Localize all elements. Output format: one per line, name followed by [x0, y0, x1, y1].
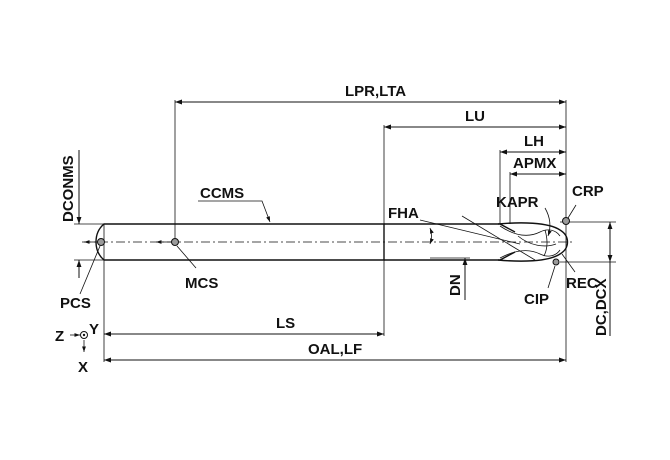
label-dc-dcx: DC,DCX [593, 278, 610, 336]
leader-rec [561, 253, 576, 273]
label-lpr-lta: LPR,LTA [345, 83, 406, 100]
leader-lines [79, 200, 577, 295]
label-apmx: APMX [513, 155, 556, 172]
label-fha: FHA [388, 205, 419, 222]
label-axis-y: Y [89, 321, 99, 338]
label-axis-z: Z [55, 328, 64, 345]
flute-2 [499, 249, 561, 259]
label-dconms: DCONMS [60, 155, 77, 222]
kapr-angle-arc [544, 207, 552, 237]
cip-point [552, 258, 560, 266]
flute-3 [517, 235, 557, 247]
label-axis-x: X [78, 359, 88, 376]
leader-crp [567, 204, 577, 219]
crp-point [562, 217, 570, 225]
leader-cip [547, 265, 556, 289]
tool-body [82, 222, 575, 262]
mcs-point [171, 238, 179, 246]
flute-1 [499, 225, 561, 237]
label-kapr: KAPR [496, 194, 539, 211]
dimension-lines [76, 99, 613, 363]
leader-fha [419, 219, 521, 245]
label-lu: LU [465, 108, 485, 125]
ball-nose-head [497, 222, 569, 262]
label-ccms: CCMS [200, 185, 244, 202]
label-cip: CIP [524, 291, 549, 308]
pcs-point [97, 238, 105, 246]
label-oal-lf: OAL,LF [308, 341, 362, 358]
flute-4 [543, 229, 548, 257]
leader-mcs [176, 245, 197, 269]
leader-pcs [79, 245, 101, 295]
leader-ccms [198, 200, 271, 223]
label-rec: REC [566, 275, 598, 292]
kapr-line [461, 215, 536, 261]
label-ls: LS [276, 315, 295, 332]
label-mcs: MCS [185, 275, 218, 292]
axis-symbol [70, 331, 88, 352]
label-dn: DN [447, 274, 464, 296]
label-crp: CRP [572, 183, 604, 200]
fha-angle-arc [429, 227, 434, 245]
label-pcs: PCS [60, 295, 91, 312]
label-lh: LH [524, 133, 544, 150]
